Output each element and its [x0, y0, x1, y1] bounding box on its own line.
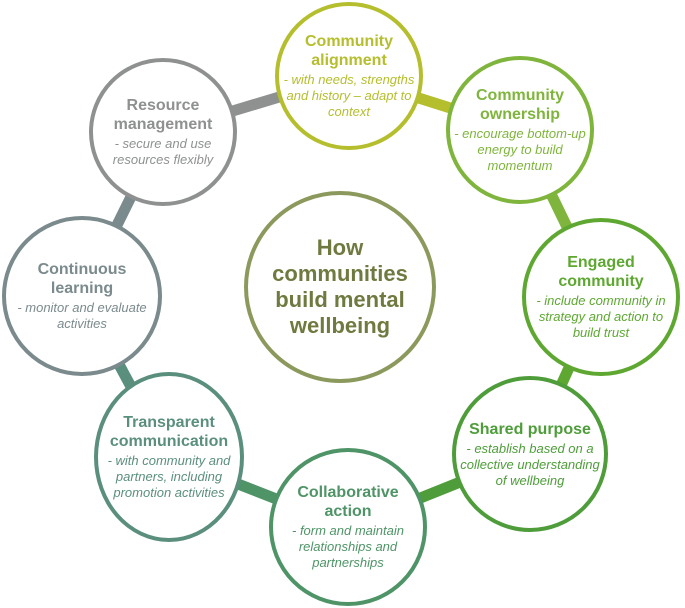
center-title: How communities build mental wellbeing [272, 235, 408, 338]
node-community-alignment: Community alignment - with needs, streng… [275, 2, 423, 150]
node-collaborative-action: Collaborative action - form and maintain… [269, 448, 427, 606]
node-title: Shared purpose [469, 420, 591, 438]
node-title: Community ownership [476, 87, 564, 123]
node-description: - with community and partners, including… [107, 453, 231, 500]
node-description: - establish based on a collective unders… [460, 440, 600, 488]
node-transparent-communication: Transparent communication - with communi… [94, 372, 244, 542]
node-community-ownership: Community ownership - encourage bottom-u… [446, 56, 594, 204]
node-title: Engaged community [558, 254, 644, 290]
node-engaged-community: Engaged community - include community in… [522, 218, 680, 376]
node-title: Continuous learning [37, 261, 127, 297]
node-description: - form and maintain relationships and pa… [292, 523, 404, 570]
node-title: Transparent communication [109, 414, 229, 450]
node-title: Collaborative action [297, 484, 399, 520]
node-continuous-learning: Continuous learning - monitor and evalua… [2, 216, 162, 376]
node-description: - secure and use resources flexibly [112, 136, 214, 167]
node-title: Resource management [113, 97, 213, 133]
center-circle: How communities build mental wellbeing [244, 191, 436, 383]
node-description: - monitor and evaluate activities [17, 300, 147, 331]
node-description: - include community in strategy and acti… [536, 293, 666, 340]
node-description: - with needs, strengths and history – ad… [283, 72, 415, 119]
node-shared-purpose: Shared purpose - establish based on a co… [452, 376, 608, 532]
node-description: - encourage bottom-up energy to build mo… [454, 126, 586, 173]
node-resource-management: Resource management - secure and use res… [89, 58, 237, 206]
node-title: Community alignment [305, 33, 393, 69]
